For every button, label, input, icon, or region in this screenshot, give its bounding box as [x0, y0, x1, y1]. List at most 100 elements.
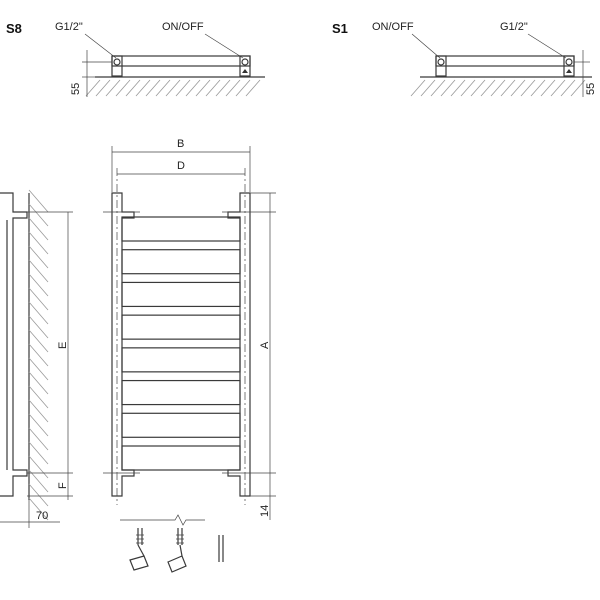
pipe-leader-s1 [527, 33, 567, 59]
rung [121, 281, 241, 308]
hatch-line [245, 79, 261, 97]
rung [121, 314, 241, 340]
valve-left-stem [137, 528, 143, 545]
valve-mid-head [167, 555, 187, 573]
hatch-line [510, 79, 526, 97]
rung-group [121, 216, 241, 471]
radiator-side-profile [0, 192, 28, 497]
wall-hatch-s8 [85, 79, 261, 97]
valve-triangle-s1 [566, 69, 572, 73]
hatch-line [28, 399, 49, 423]
depth-label-s1: 55 [585, 83, 597, 95]
dim-14-label: 14 [259, 505, 271, 517]
left-post-s8 [111, 55, 123, 77]
hatch-line [460, 79, 476, 97]
break-line [120, 514, 205, 526]
variant-code-s1: S1 [332, 21, 348, 36]
hatch-line [135, 79, 151, 97]
hatch-line [430, 79, 446, 97]
hatch-line [28, 357, 49, 381]
pipe-leader-s8 [84, 33, 117, 59]
right-post-s8 [239, 55, 251, 77]
hatch-line [450, 79, 466, 97]
hatch-line [28, 329, 49, 353]
valve-right-pipe [218, 535, 224, 562]
hatch-line [155, 79, 171, 97]
hatch-line [145, 79, 161, 97]
hatch-line [28, 259, 49, 283]
hatch-line [530, 79, 546, 97]
hatch-line [95, 79, 111, 97]
hatch-line [28, 273, 49, 297]
outlet-circle-s8 [241, 58, 249, 66]
hatch-line [490, 79, 506, 97]
valve-circle-s1 [437, 58, 445, 66]
hatch-line [125, 79, 141, 97]
valve-mid-thread [176, 534, 184, 544]
hatch-line [28, 441, 49, 465]
hatch-line [28, 245, 49, 269]
valve-label-s8: ON/OFF [162, 21, 204, 33]
hatch-line [28, 497, 49, 521]
dim-b-label: B [177, 138, 184, 150]
hatch-line [28, 301, 49, 325]
hatch-line [540, 79, 556, 97]
left-post [111, 192, 135, 497]
hatch-line [28, 483, 49, 507]
hatch-line [560, 79, 576, 97]
hatch-line [550, 79, 566, 97]
hatch-line [205, 79, 221, 97]
front-view: B D A 14 [103, 138, 276, 573]
hatch-line [28, 371, 49, 395]
right-post [227, 192, 251, 497]
hatch-line [480, 79, 496, 97]
hatch-line [28, 287, 49, 311]
dim-a-label: A [259, 341, 271, 349]
hatch-line [28, 231, 49, 255]
hatch-line [500, 79, 516, 97]
plan-view-s1: S1 ON/OFF G1/2" 55 [332, 21, 597, 97]
hatch-line [225, 79, 241, 97]
hatch-line [195, 79, 211, 97]
hatch-line [28, 455, 49, 479]
hatch-line [165, 79, 181, 97]
hatch-line [420, 79, 436, 97]
rung [121, 249, 241, 275]
rung [121, 379, 241, 406]
valve-label-s1: ON/OFF [372, 21, 414, 33]
hatch-line [520, 79, 536, 97]
side-wall-hatch [28, 189, 49, 521]
dim-d-label: D [177, 160, 185, 172]
variant-code-s8: S8 [6, 21, 22, 36]
dim-e-label: E [57, 342, 69, 349]
hatch-line [28, 189, 49, 213]
pipe-label-s1: G1/2" [500, 21, 528, 33]
rung [121, 347, 241, 373]
hatch-line [28, 413, 49, 437]
side-view: E F 70 [0, 189, 73, 528]
hatch-line [115, 79, 131, 97]
hatch-line [28, 315, 49, 339]
depth-label-s8: 55 [70, 83, 82, 95]
hatch-line [410, 79, 426, 97]
hatch-line [28, 217, 49, 241]
hatch-line [175, 79, 191, 97]
valve-mid-body [179, 544, 183, 557]
hatch-line [185, 79, 201, 97]
valve-mid-stem [177, 528, 183, 545]
rung [121, 445, 241, 471]
radiator-bar-s8 [111, 55, 251, 67]
hatch-line [235, 79, 251, 97]
rung [121, 412, 241, 438]
valve-left-head [129, 555, 149, 571]
pipe-label-s8: G1/2" [55, 21, 83, 33]
valve-leader-s1 [411, 33, 441, 59]
valve-left-body [137, 544, 145, 557]
plan-view-s8: S8 G1/2" ON/OFF 55 [6, 21, 265, 97]
hatch-line [28, 343, 49, 367]
dim-70-label: 70 [36, 510, 48, 522]
right-post-s1 [563, 55, 575, 77]
hatch-line [105, 79, 121, 97]
hatch-line [28, 385, 49, 409]
